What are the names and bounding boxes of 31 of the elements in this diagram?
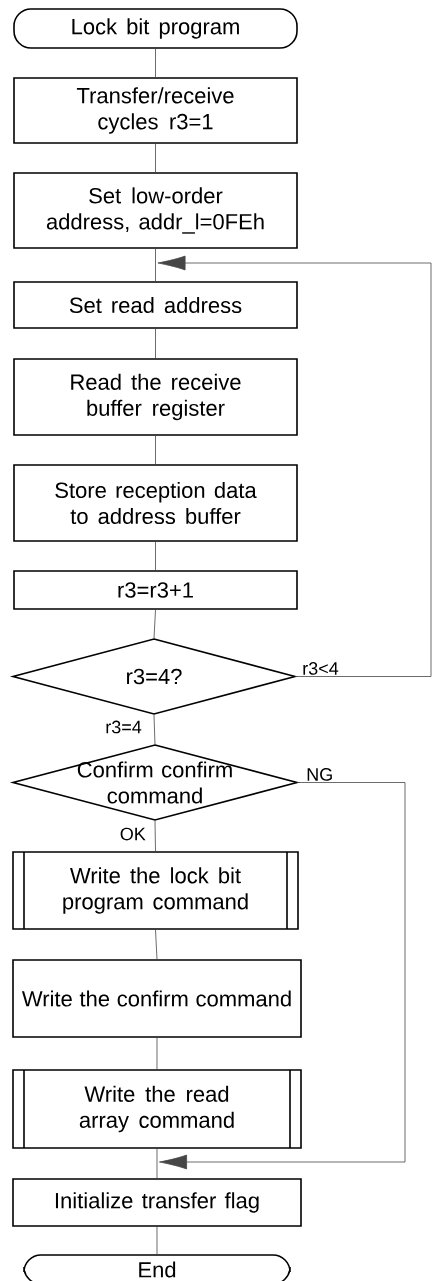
process-box: Read the receive buffer register	[13, 358, 298, 436]
arrow	[157, 255, 432, 677]
process-box: r3=r3+1	[13, 570, 298, 610]
edge-label: r3<4	[303, 662, 339, 675]
terminal-box: Lock bit program	[13, 8, 298, 49]
connector-line	[153, 713, 156, 746]
subroutine-box: Write the read array command	[12, 1069, 302, 1149]
process-box: Set low-order address, addr_l=0FEh	[13, 172, 298, 249]
connector-line	[153, 609, 156, 640]
connector-line	[155, 541, 156, 571]
connector-line	[156, 1148, 158, 1179]
connector-line	[155, 929, 158, 960]
edge-label: r3=4	[106, 720, 142, 734]
process-box: Set read address	[13, 281, 298, 329]
connector-line	[155, 143, 156, 173]
terminal-box: End	[23, 1254, 291, 1281]
connector-line	[156, 1226, 158, 1255]
arrow	[159, 782, 406, 1170]
subroutine-box: Write the lock bit program command	[12, 851, 299, 930]
process-box: Initialize transfer flag	[12, 1178, 302, 1227]
connector-line	[155, 48, 156, 78]
edge-label: OK	[120, 827, 146, 841]
connector-line	[154, 819, 156, 852]
process-box: Write the confirm command	[12, 959, 302, 1038]
process-box: Transfer/receive cycles r3=1	[13, 77, 298, 144]
connector-line	[156, 1037, 158, 1070]
edge-label: NG	[307, 768, 332, 781]
process-box: Store reception data to address buffer	[13, 464, 298, 542]
connector-line	[155, 328, 156, 359]
connector-line	[155, 248, 156, 282]
connector-line	[155, 435, 156, 465]
